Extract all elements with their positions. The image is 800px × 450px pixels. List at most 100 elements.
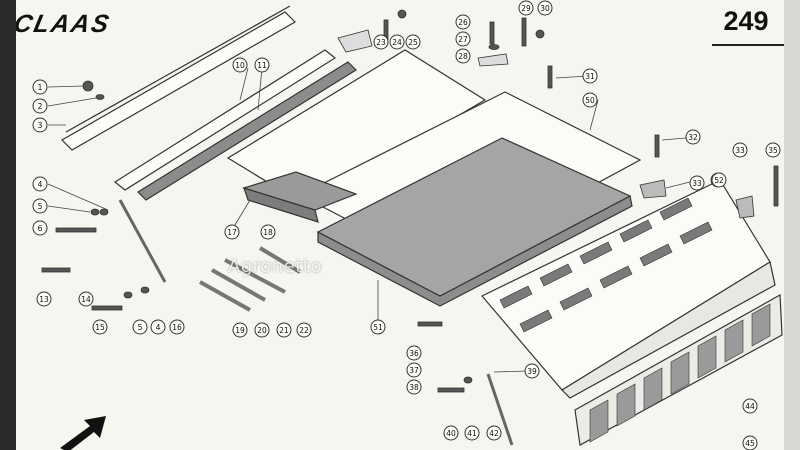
- washer-part-27: [488, 44, 500, 50]
- part-slab-18-top: [241, 171, 358, 211]
- callout-circle: [276, 322, 292, 338]
- louvre-slot: [619, 219, 653, 243]
- louvre-slot: [679, 221, 713, 245]
- callout-7: 14: [78, 291, 94, 307]
- callout-label: 35: [768, 146, 778, 155]
- callout-label: 1: [38, 83, 43, 92]
- grille-bars: [589, 303, 771, 443]
- callout-1: 2: [32, 98, 48, 114]
- callout-label: 6: [38, 224, 43, 233]
- callout-label: 15: [95, 323, 105, 332]
- callout-17: 20: [254, 322, 270, 338]
- callout-circle: [78, 291, 94, 307]
- callout-label: 52: [714, 176, 724, 185]
- callout-12: 10: [232, 57, 248, 73]
- callout-label: 50: [585, 96, 595, 105]
- callout-35: 35: [765, 142, 781, 158]
- callout-16: 19: [232, 322, 248, 338]
- bolt-part-13: [41, 267, 71, 273]
- callout-circle: [32, 79, 48, 95]
- callout-circle: [32, 220, 48, 236]
- callout-29: 50: [582, 92, 598, 108]
- callout-27: 30: [537, 0, 553, 16]
- bracket-part-33b: [735, 195, 755, 219]
- callout-label: 20: [257, 326, 267, 335]
- bolt-part-6: [55, 227, 97, 233]
- callout-label: 5: [138, 323, 143, 332]
- callout-label: 29: [521, 4, 531, 13]
- callout-circle: [455, 31, 471, 47]
- callout-43: 44: [742, 398, 758, 414]
- part-strip-11: [137, 61, 357, 201]
- callout-circle: [582, 68, 598, 84]
- callout-44: 45: [742, 435, 758, 450]
- callout-circle: [32, 198, 48, 214]
- callout-38: 38: [406, 379, 422, 395]
- callout-36: 36: [406, 345, 422, 361]
- callout-circle: [685, 129, 701, 145]
- callout-circle: [765, 142, 781, 158]
- callout-circle: [524, 363, 540, 379]
- bracket-part-28: [477, 53, 509, 67]
- callout-circle: [132, 319, 148, 335]
- callout-33: 52: [711, 172, 727, 188]
- nut-part-30: [535, 29, 545, 39]
- callout-circle: [232, 57, 248, 73]
- callout-circle: [689, 175, 705, 191]
- callout-26: 29: [518, 0, 534, 16]
- callout-label: 14: [81, 295, 91, 304]
- callout-40: 40: [443, 425, 459, 441]
- part-rod-39: [486, 373, 514, 446]
- grille-bar: [589, 399, 609, 443]
- callout-circle: [224, 224, 240, 240]
- callout-23: 26: [455, 14, 471, 30]
- callout-label: 27: [458, 35, 468, 44]
- callout-circle: [742, 398, 758, 414]
- bolt-part-15: [91, 305, 123, 311]
- callout-circle: [464, 425, 480, 441]
- grille-bar: [670, 351, 690, 395]
- callout-label: 30: [540, 4, 550, 13]
- callout-circle: [406, 379, 422, 395]
- callout-14: 17: [224, 224, 240, 240]
- part-rod-21: [224, 258, 286, 294]
- part-strip-10: [113, 49, 337, 191]
- nut-part-25: [397, 9, 407, 19]
- part-rod-19: [199, 280, 251, 312]
- callout-4: 5: [32, 198, 48, 214]
- part-rail-edge: [65, 5, 291, 133]
- callout-circle: [406, 362, 422, 378]
- callout-22: 25: [405, 34, 421, 50]
- callout-label: 39: [527, 367, 537, 376]
- louvre-slot: [539, 263, 573, 287]
- washer-part-4: [99, 208, 109, 216]
- callout-label: 32: [688, 133, 698, 142]
- callout-24: 27: [455, 31, 471, 47]
- callout-label: 4: [38, 180, 43, 189]
- callout-circle: [32, 98, 48, 114]
- bolt-part-38: [437, 387, 465, 393]
- louvre-slot: [639, 243, 673, 267]
- washer-part-5: [90, 208, 100, 216]
- callout-circle: [389, 34, 405, 50]
- callout-9: 5: [132, 319, 148, 335]
- callout-39: 39: [524, 363, 540, 379]
- part-rod-20: [211, 268, 266, 302]
- callout-circle: [455, 14, 471, 30]
- callout-circle: [711, 172, 727, 188]
- callout-circle: [32, 176, 48, 192]
- callout-circle: [373, 34, 389, 50]
- callout-32: 33: [732, 142, 748, 158]
- washer-part-4b: [140, 286, 150, 294]
- callout-6: 13: [36, 291, 52, 307]
- callout-label: 25: [408, 38, 418, 47]
- callout-label: 4: [156, 323, 161, 332]
- louvre-slot: [499, 285, 533, 309]
- callout-30: 51: [370, 319, 386, 335]
- callout-label: 2: [38, 102, 43, 111]
- direction-arrow-icon: [60, 416, 106, 450]
- callout-label: 22: [299, 326, 309, 335]
- callout-label: 11: [257, 61, 267, 70]
